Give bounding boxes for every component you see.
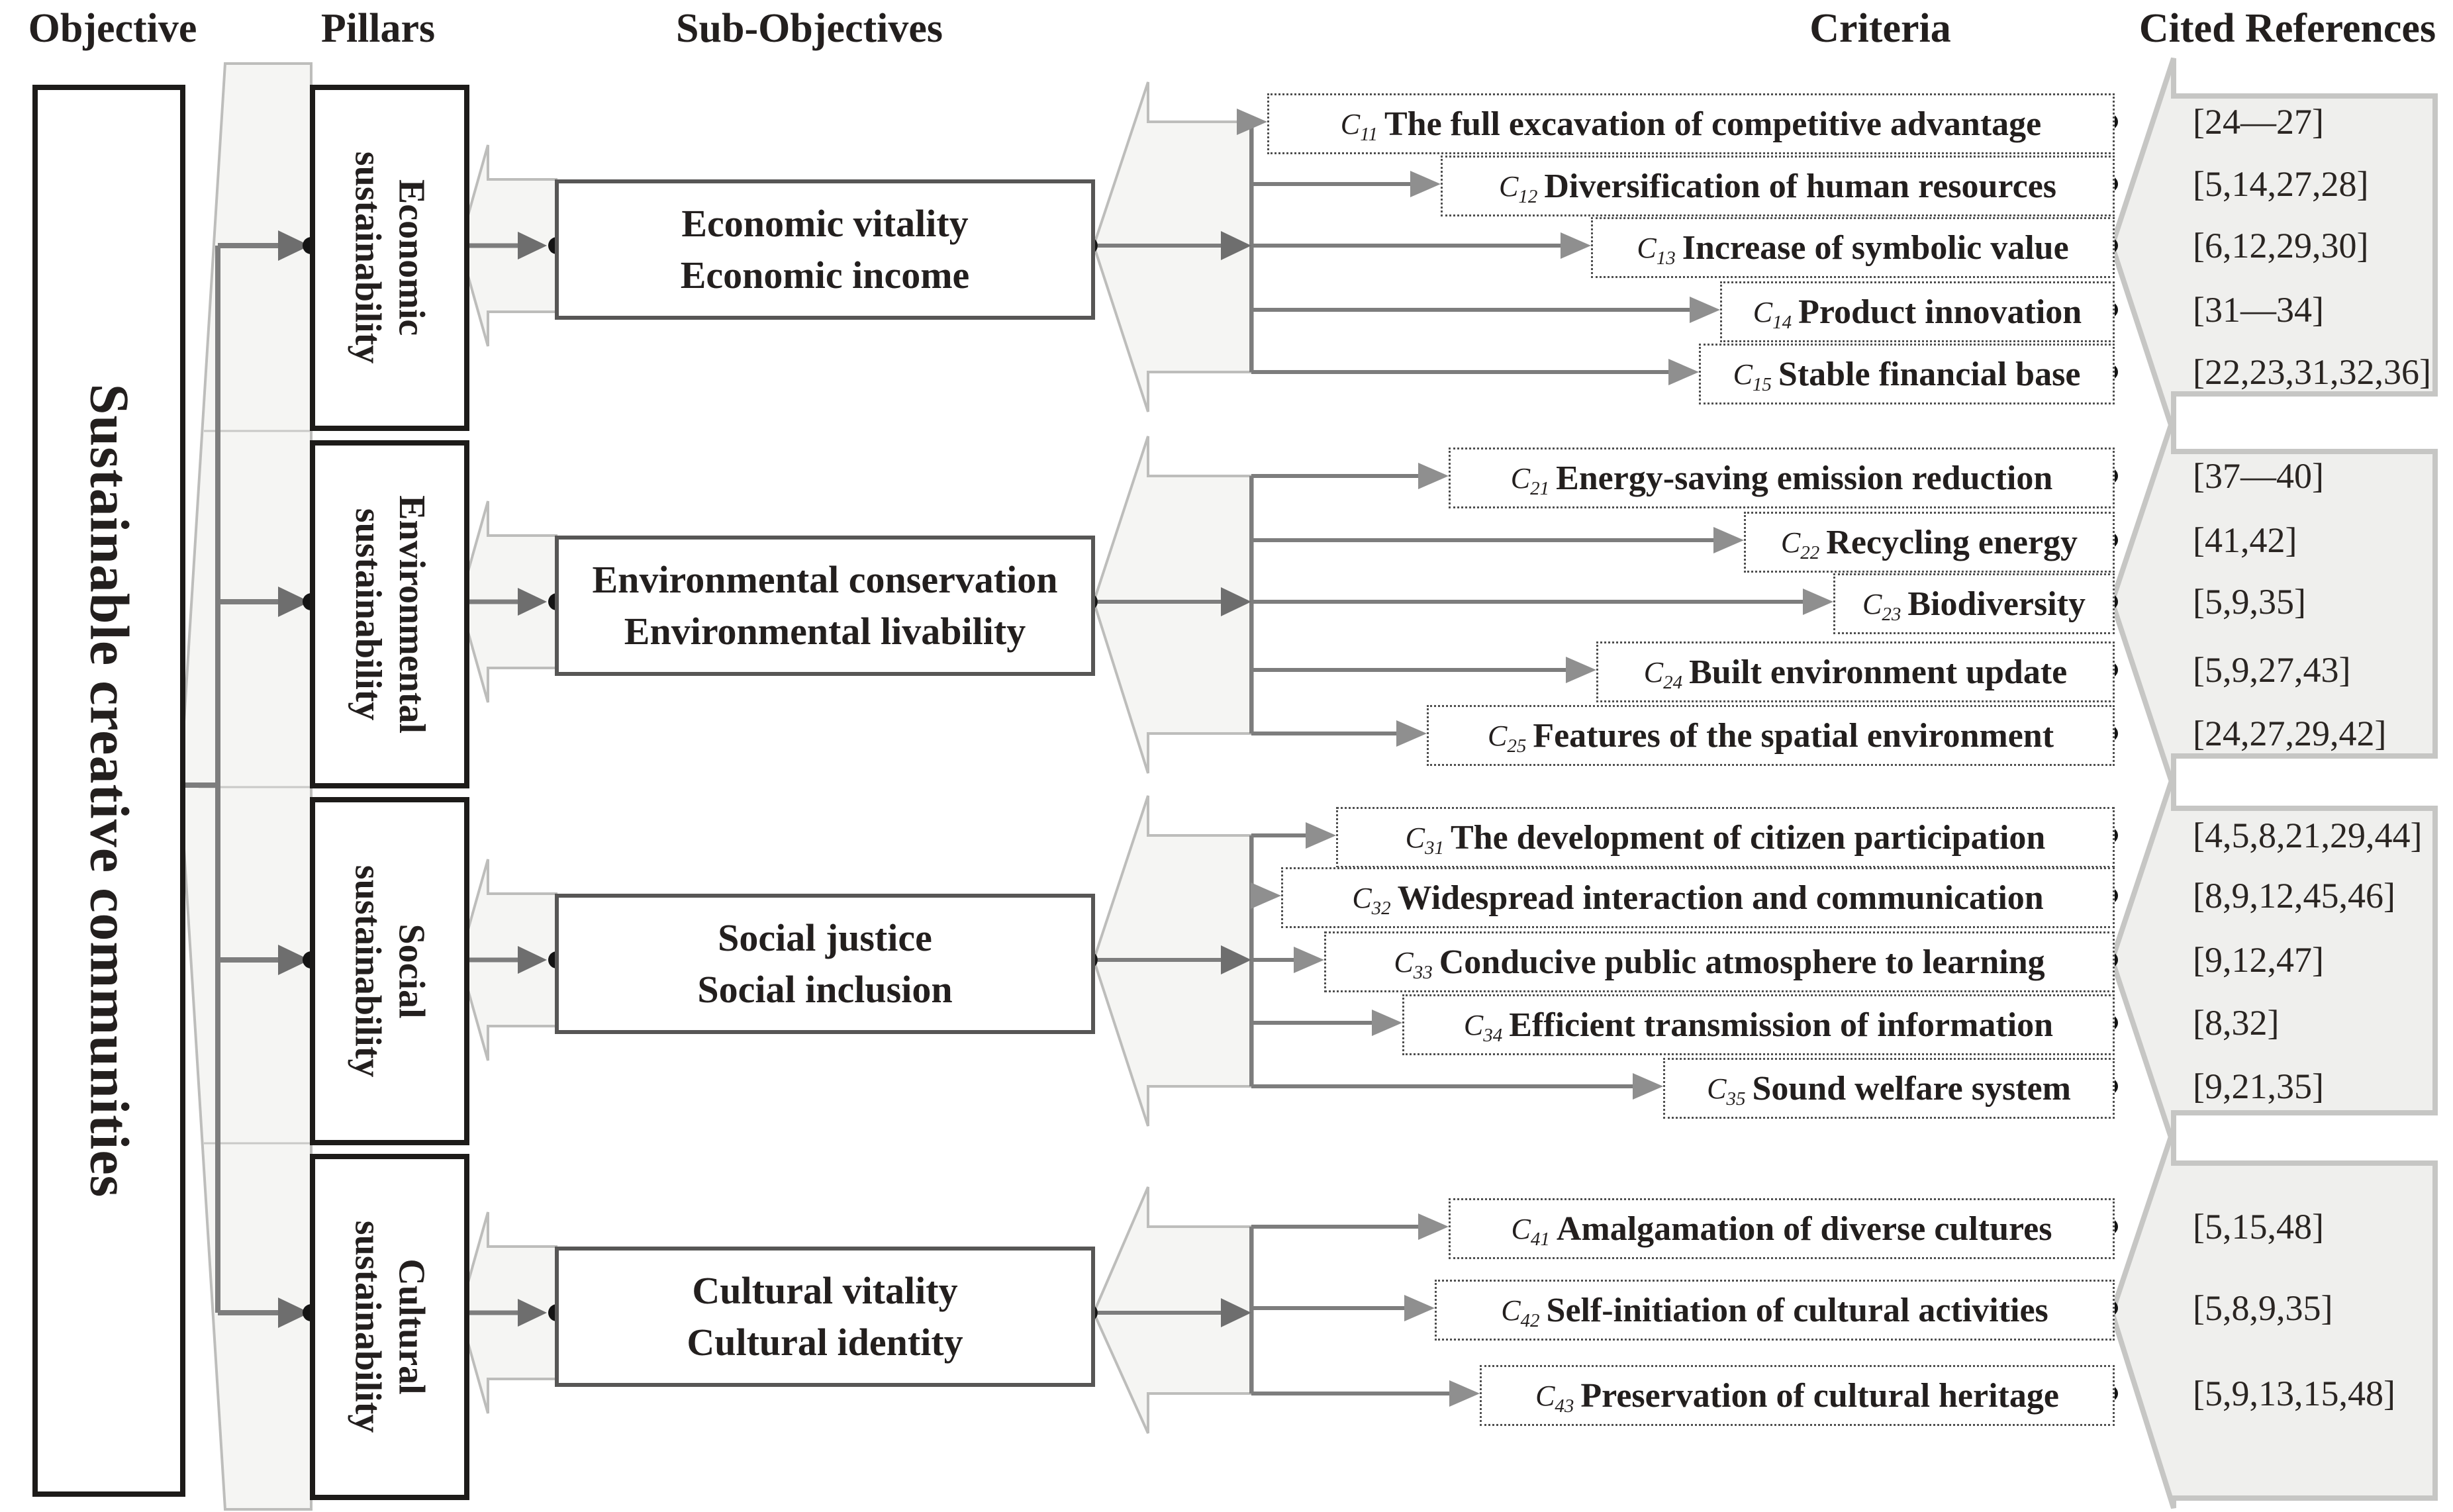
criterion-label: Conducive public atmosphere to learning: [1439, 943, 2045, 981]
column-header-sub-objectives: Sub-Objectives: [676, 6, 943, 51]
cited-references-value: [24,27,29,42]: [2193, 714, 2387, 753]
cited-references-value: [8,9,12,45,46]: [2193, 876, 2395, 916]
pillar-box-environmental: Environmental sustainability: [310, 440, 469, 788]
criterion-C32: C32 Widespread interaction and communica…: [1281, 867, 2115, 928]
criterion-label: The full excavation of competitive advan…: [1384, 105, 2042, 143]
objective-box: Sustainable creative communities: [32, 85, 185, 1497]
criterion-C42: C42 Self-initiation of cultural activiti…: [1435, 1280, 2115, 1341]
pillar-to-subobjective-arrows: [450, 144, 565, 1414]
sub-objective-line1: Environmental conservation: [592, 557, 1058, 601]
criterion-C34: C34 Efficient transmission of informatio…: [1402, 994, 2115, 1055]
criterion-label: Efficient transmission of information: [1509, 1006, 2054, 1044]
criterion-C25: C25 Features of the spatial environment: [1427, 705, 2115, 766]
sub-objective-line2: Economic income: [680, 254, 970, 297]
criterion-C35: C35 Sound welfare system: [1663, 1058, 2115, 1119]
sub-objective-line1: Cultural vitality: [692, 1268, 958, 1312]
pillar-box-economic: Economic sustainability: [310, 85, 469, 431]
cited-references-value: [4,5,8,21,29,44]: [2193, 816, 2423, 855]
criterion-C43: C43 Preservation of cultural heritage: [1480, 1365, 2115, 1426]
cited-references-value: [9,12,47]: [2193, 940, 2324, 980]
objective-label: Sustainable creative communities: [78, 383, 140, 1198]
criteria-trunk-lines: [1098, 122, 1808, 1395]
sub-objective-line1: Social justice: [718, 916, 932, 959]
objective-branch-arrowheads: [278, 230, 310, 1328]
sub-objective-box-cultural: Cultural vitality Cultural identity: [555, 1247, 1095, 1387]
criterion-label: Recycling energy: [1826, 523, 2078, 561]
cited-references-value: [5,9,35]: [2193, 582, 2306, 622]
column-header-pillars: Pillars: [320, 6, 436, 51]
criterion-label: Amalgamation of diverse cultures: [1556, 1209, 2052, 1248]
criterion-label: Energy-saving emission reduction: [1556, 459, 2053, 497]
criterion-C31: C31 The development of citizen participa…: [1336, 807, 2115, 868]
pillar-label-line2: sustainability: [347, 865, 389, 1078]
criterion-C21: C21 Energy-saving emission reduction: [1449, 448, 2115, 508]
criterion-label: Built environment update: [1689, 653, 2068, 691]
criterion-label: Sound welfare system: [1752, 1069, 2071, 1108]
pillar-label-line1: Economic: [391, 179, 432, 336]
cited-references-value: [37—40]: [2193, 456, 2324, 496]
cited-references-value: [5,8,9,35]: [2193, 1288, 2333, 1328]
criterion-label: Biodiversity: [1907, 585, 2086, 623]
cited-references-value: [9,21,35]: [2193, 1066, 2324, 1106]
criterion-label: Stable financial base: [1778, 355, 2081, 393]
criterion-C33: C33 Conducive public atmosphere to learn…: [1324, 931, 2115, 992]
sub-objective-line1: Economic vitality: [681, 201, 969, 245]
column-header-objective: Objective: [28, 6, 197, 51]
criterion-C13: C13 Increase of symbolic value: [1591, 217, 2115, 278]
cited-references-value: [24—27]: [2193, 102, 2324, 142]
criterion-C41: C41 Amalgamation of diverse cultures: [1449, 1198, 2115, 1259]
criteria-branch-arrowheads: [1237, 109, 1833, 1407]
pillar-box-cultural: Cultural sustainability: [310, 1154, 469, 1500]
cited-references-value: [5,9,13,15,48]: [2193, 1374, 2395, 1413]
subobjective-to-criteria-arrows: [1092, 81, 1254, 1434]
cited-references-value: [6,12,29,30]: [2193, 226, 2369, 265]
criterion-C24: C24 Built environment update: [1596, 641, 2115, 702]
sub-objective-box-environmental: Environmental conservation Environmental…: [555, 536, 1095, 676]
reference-arrow-shapes: [2109, 57, 2438, 1509]
cited-references-value: [5,9,27,43]: [2193, 650, 2351, 690]
pillar-label-line2: sustainability: [347, 508, 389, 721]
sub-objective-line2: Social inclusion: [697, 968, 953, 1011]
cited-references-value: [5,15,48]: [2193, 1207, 2324, 1247]
column-header-cited-references: Cited References: [2139, 6, 2436, 51]
criterion-label: Widespread interaction and communication: [1397, 878, 2044, 917]
column-header-criteria: Criteria: [1809, 6, 1951, 51]
cited-references-value: [41,42]: [2193, 520, 2297, 560]
criterion-C14: C14 Product innovation: [1720, 281, 2115, 342]
cited-references-value: [31—34]: [2193, 290, 2324, 330]
objective-connector: [176, 243, 281, 1315]
criterion-C22: C22 Recycling energy: [1744, 512, 2115, 573]
criterion-label: Diversification of human resources: [1544, 167, 2057, 205]
pillar-label-line1: Social: [391, 923, 432, 1019]
sub-objective-box-social: Social justice Social inclusion: [555, 894, 1095, 1034]
cited-references-value: [8,32]: [2193, 1003, 2280, 1043]
criterion-C12: C12 Diversification of human resources: [1441, 156, 2115, 216]
criterion-label: Increase of symbolic value: [1682, 228, 2069, 267]
sub-objective-line2: Cultural identity: [687, 1321, 963, 1364]
criterion-label: Preservation of cultural heritage: [1580, 1376, 2059, 1415]
criterion-C11: C11 The full excavation of competitive a…: [1267, 93, 2115, 154]
subobjective-right-dots: [1081, 237, 1098, 1321]
sub-objective-box-economic: Economic vitality Economic income: [555, 179, 1095, 320]
criterion-C15: C15 Stable financial base: [1699, 344, 2115, 404]
criteria-entry-arrowheads: [1221, 231, 1251, 1327]
pillar-box-social: Social sustainability: [310, 797, 469, 1145]
cited-references-value: [5,14,27,28]: [2193, 164, 2369, 204]
criterion-label: The development of citizen participation: [1451, 818, 2046, 857]
cited-references-value: [22,23,31,32,36]: [2193, 352, 2431, 392]
pillar-label-line1: Environmental: [391, 495, 432, 733]
sub-objective-line2: Environmental livability: [624, 610, 1026, 653]
criterion-label: Features of the spatial environment: [1533, 716, 2054, 755]
criterion-C23: C23 Biodiversity: [1833, 573, 2115, 634]
pillar-label-line2: sustainability: [347, 152, 389, 364]
criterion-label: Self-initiation of cultural activities: [1546, 1291, 2048, 1329]
pillar-label-line2: sustainability: [347, 1221, 389, 1433]
pillar-label-line1: Cultural: [391, 1258, 432, 1395]
criterion-label: Product innovation: [1798, 293, 2082, 331]
